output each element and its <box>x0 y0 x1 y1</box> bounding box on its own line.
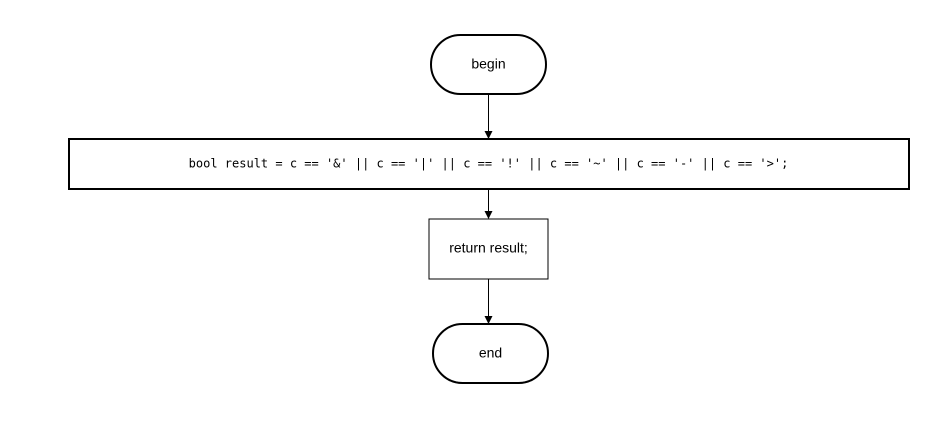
statement-text: bool result = c == '&' || c == '|' || c … <box>189 157 789 171</box>
arrowhead-icon <box>484 316 493 324</box>
end-label: end <box>479 345 502 361</box>
begin-node: begin <box>430 34 547 95</box>
begin-label: begin <box>471 56 505 72</box>
arrowhead-icon <box>484 131 493 139</box>
return-label: return result; <box>449 240 528 256</box>
statement-node: bool result = c == '&' || c == '|' || c … <box>68 138 910 190</box>
connector-return-to-end <box>484 279 493 324</box>
connector-statement-to-return <box>484 189 493 219</box>
connector-begin-to-statement <box>484 94 493 139</box>
return-node: return result; <box>428 218 549 280</box>
end-node: end <box>432 323 549 384</box>
arrowhead-icon <box>484 211 493 219</box>
